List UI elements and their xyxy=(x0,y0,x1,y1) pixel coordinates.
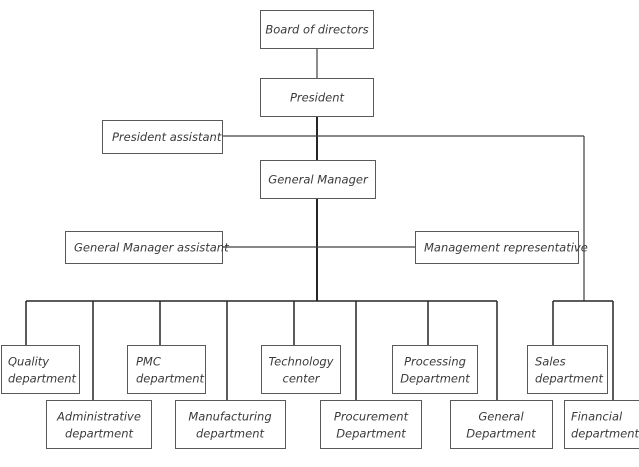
node-general-department[interactable]: General Department xyxy=(450,400,553,449)
node-label-general-dept-line1: General xyxy=(478,410,524,424)
node-label-financial-line2: department xyxy=(571,427,639,441)
node-label-manufacturing-line1: Manufacturing xyxy=(188,410,271,424)
node-label-general-manager: General Manager xyxy=(268,173,369,187)
node-administrative-department[interactable]: Administrative department xyxy=(46,400,152,449)
node-manufacturing-department[interactable]: Manufacturing department xyxy=(175,400,286,449)
node-label-manufacturing-line2: department xyxy=(196,427,265,441)
node-quality-department[interactable]: Quality department xyxy=(1,345,80,394)
node-box-president xyxy=(260,78,374,117)
node-box-gm-assistant xyxy=(65,231,223,264)
node-label-quality-line1: Quality xyxy=(8,355,49,369)
node-box-board xyxy=(260,10,374,49)
node-label-president-assistant: President assistant xyxy=(112,130,222,144)
node-management-representative[interactable]: Management representative xyxy=(415,231,588,264)
node-label-president: President xyxy=(290,91,345,105)
node-label-technology-line2: center xyxy=(283,372,321,386)
node-box-quality xyxy=(1,345,80,394)
node-box-president-assistant xyxy=(102,120,223,154)
node-box-technology xyxy=(261,345,341,394)
node-board-of-directors[interactable]: Board of directors xyxy=(260,10,374,49)
node-financial-department[interactable]: Financial department xyxy=(564,400,639,449)
node-box-administrative xyxy=(46,400,152,449)
node-box-general-manager xyxy=(260,160,376,199)
node-label-processing-line1: Processing xyxy=(404,355,466,369)
node-label-technology-line1: Technology xyxy=(269,355,334,369)
node-label-sales-line1: Sales xyxy=(535,355,566,369)
connector-layer xyxy=(25,48,614,400)
node-box-management-rep xyxy=(415,231,579,264)
node-label-pmc-line2: department xyxy=(136,372,205,386)
node-box-sales xyxy=(527,345,608,394)
node-label-administrative-line1: Administrative xyxy=(56,410,141,424)
node-label-general-dept-line2: Department xyxy=(466,427,536,441)
node-procurement-department[interactable]: Procurement Department xyxy=(320,400,422,449)
node-label-administrative-line2: department xyxy=(65,427,134,441)
node-box-financial xyxy=(564,400,639,449)
node-label-sales-line2: department xyxy=(535,372,604,386)
node-box-manufacturing xyxy=(175,400,286,449)
node-president[interactable]: President xyxy=(260,78,374,117)
node-label-procurement-line1: Procurement xyxy=(334,410,409,424)
node-label-pmc-line1: PMC xyxy=(136,355,161,369)
node-box-general-dept xyxy=(450,400,553,449)
node-processing-department[interactable]: Processing Department xyxy=(392,345,478,394)
node-label-procurement-line2: Department xyxy=(336,427,406,441)
node-label-processing-line2: Department xyxy=(400,372,470,386)
node-general-manager[interactable]: General Manager xyxy=(260,160,376,199)
node-sales-department[interactable]: Sales department xyxy=(527,345,608,394)
node-president-assistant[interactable]: President assistant xyxy=(102,120,223,154)
node-label-board: Board of directors xyxy=(265,23,368,37)
node-label-gm-assistant: General Manager assistant xyxy=(74,241,229,255)
node-pmc-department[interactable]: PMC department xyxy=(127,345,206,394)
node-box-processing xyxy=(392,345,478,394)
node-label-financial-line1: Financial xyxy=(571,410,623,424)
node-label-quality-line2: department xyxy=(8,372,77,386)
node-label-management-rep: Management representative xyxy=(424,241,588,255)
node-technology-center[interactable]: Technology center xyxy=(261,345,341,394)
node-general-manager-assistant[interactable]: General Manager assistant xyxy=(65,231,230,264)
node-box-pmc xyxy=(127,345,206,394)
node-box-procurement xyxy=(320,400,422,449)
